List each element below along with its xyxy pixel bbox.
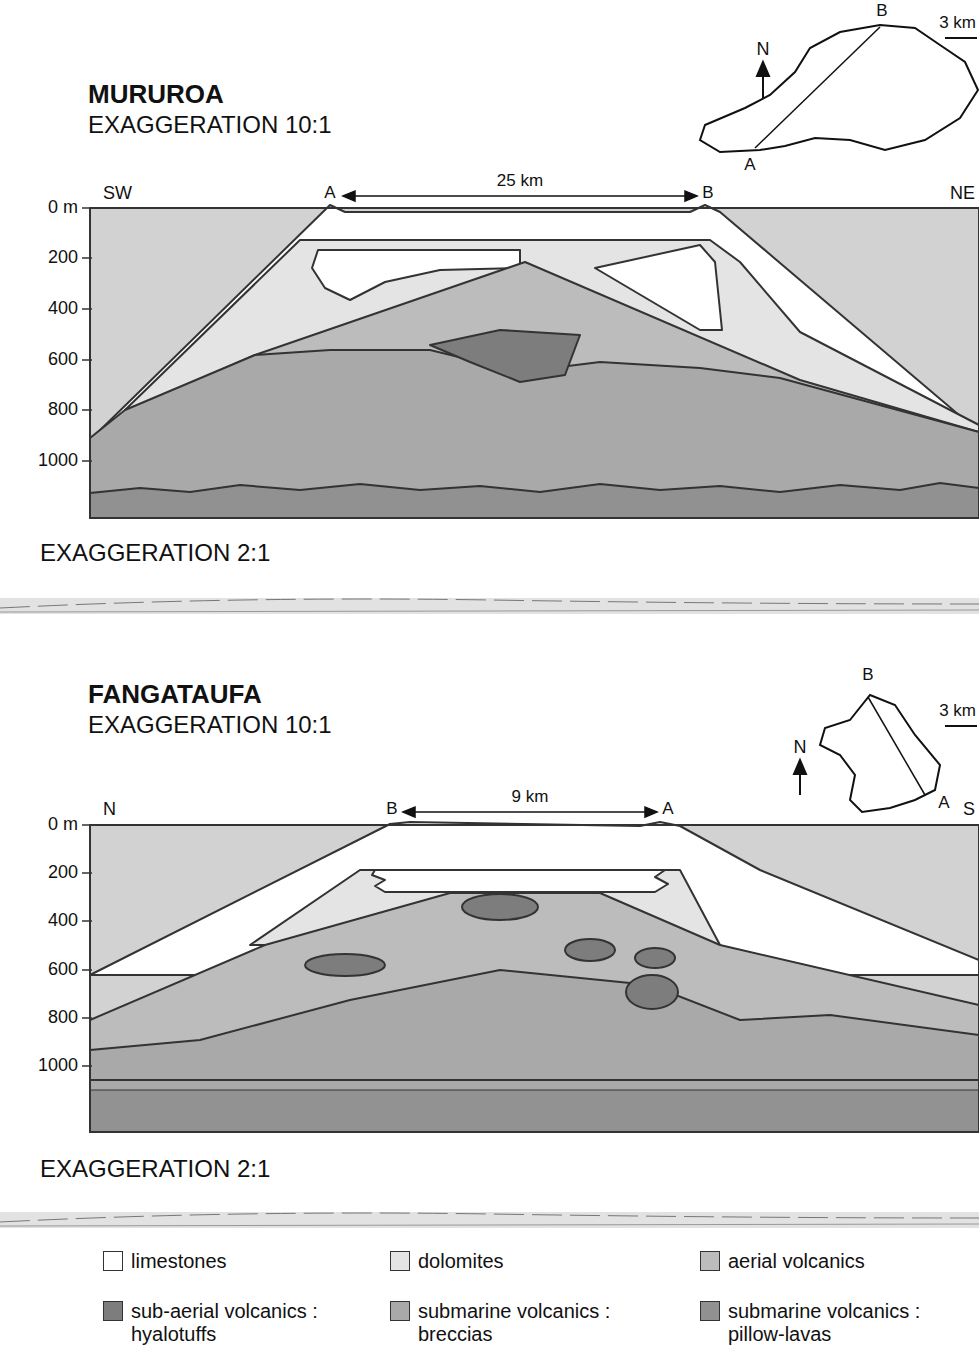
- legend-text: sub-aerial volcanics : hyalotuffs: [131, 1300, 363, 1346]
- depth-label: 600: [48, 960, 78, 980]
- depth-label: 200: [48, 863, 78, 883]
- point-label: A: [938, 794, 949, 813]
- direction-label: N: [103, 800, 116, 820]
- exaggeration-note: EXAGGERATION 2:1: [40, 1156, 270, 1182]
- depth-label: 1000: [38, 1056, 78, 1076]
- dimension-label: 25 km: [497, 172, 543, 191]
- legend-swatch: [103, 1301, 123, 1321]
- depth-label: 400: [48, 911, 78, 931]
- legend-text: aerial volcanics: [728, 1250, 865, 1273]
- legend-entry: dolomites: [390, 1250, 680, 1273]
- point-label: B: [386, 800, 397, 819]
- legend-swatch: [390, 1251, 410, 1271]
- point-label: A: [744, 156, 755, 175]
- legend-text: dolomites: [418, 1250, 504, 1273]
- depth-label: 0 m: [48, 815, 78, 835]
- legend-entry: limestones: [103, 1250, 363, 1273]
- legend-entry: submarine volcanics : breccias: [390, 1300, 680, 1346]
- dimension-label: 9 km: [512, 788, 549, 807]
- legend-text: submarine volcanics : breccias: [418, 1300, 680, 1346]
- point-label: B: [876, 2, 887, 21]
- section-title: FANGATAUFA: [88, 680, 262, 709]
- section-title: MURUROA: [88, 80, 224, 109]
- north-label: N: [794, 738, 807, 758]
- exaggeration-note: EXAGGERATION 10:1: [88, 112, 332, 138]
- legend-text: limestones: [131, 1250, 227, 1273]
- direction-label: NE: [950, 184, 975, 204]
- point-label: A: [324, 184, 335, 203]
- depth-label: 200: [48, 248, 78, 268]
- legend-entry: submarine volcanics : pillow-lavas: [700, 1300, 972, 1346]
- direction-label: SW: [103, 184, 132, 204]
- point-label: A: [662, 800, 673, 819]
- legend-swatch: [390, 1301, 410, 1321]
- depth-label: 800: [48, 400, 78, 420]
- point-label: B: [702, 184, 713, 203]
- exaggeration-note: EXAGGERATION 2:1: [40, 540, 270, 566]
- north-label: N: [757, 40, 770, 60]
- depth-label: 1000: [38, 451, 78, 471]
- depth-label: 800: [48, 1008, 78, 1028]
- exaggeration-note: EXAGGERATION 10:1: [88, 712, 332, 738]
- depth-label: 400: [48, 299, 78, 319]
- scale-label: 3 km: [939, 702, 976, 721]
- scale-label: 3 km: [939, 14, 976, 33]
- legend-entry: aerial volcanics: [700, 1250, 972, 1273]
- legend-swatch: [103, 1251, 123, 1271]
- depth-label: 600: [48, 350, 78, 370]
- legend-swatch: [700, 1251, 720, 1271]
- legend-entry: sub-aerial volcanics : hyalotuffs: [103, 1300, 363, 1346]
- legend-swatch: [700, 1301, 720, 1321]
- point-label: B: [862, 666, 873, 685]
- legend-text: submarine volcanics : pillow-lavas: [728, 1300, 972, 1346]
- direction-label: S: [963, 800, 975, 820]
- depth-label: 0 m: [48, 198, 78, 218]
